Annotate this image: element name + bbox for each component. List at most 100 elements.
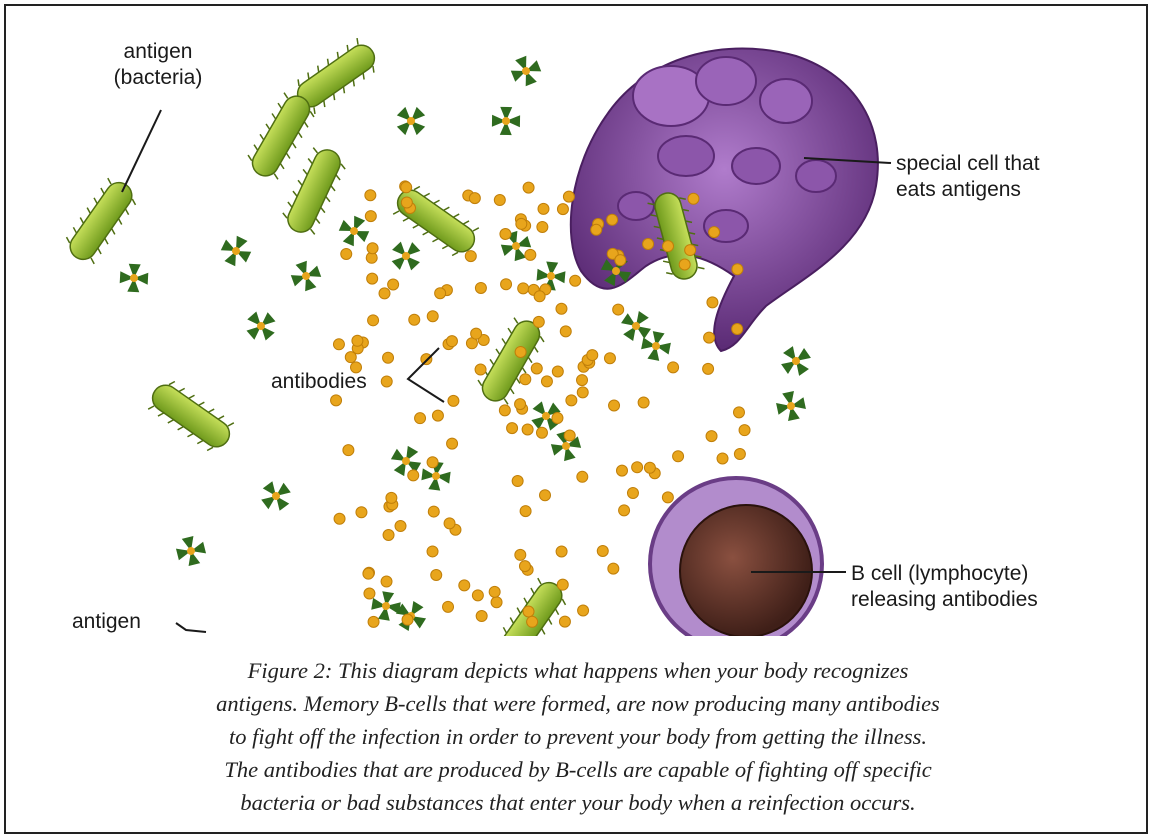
antibody-dot: [577, 375, 588, 386]
label-antigen-bacteria-2: (bacteria): [114, 66, 203, 89]
antibody-dot: [733, 407, 744, 418]
antibody-dot: [515, 549, 526, 560]
antibody-dot: [522, 424, 533, 435]
antibody-dot: [501, 279, 512, 290]
label-antigen-bacteria-1: antigen: [124, 40, 193, 63]
antibody-dot: [627, 487, 638, 498]
antibody-dot: [475, 282, 486, 293]
antibody-dot: [489, 586, 500, 597]
antibody-dot: [563, 191, 574, 202]
antibody-dot: [516, 218, 527, 229]
antibody-dot: [559, 616, 570, 627]
antibody-dot: [527, 616, 538, 627]
antibody-dot: [557, 204, 568, 215]
antibody-dot: [443, 601, 454, 612]
antibody: [218, 233, 254, 269]
antibody-dot: [381, 576, 392, 587]
antibody-dot: [341, 248, 352, 259]
antibody-dot: [494, 195, 505, 206]
antibody-dot: [525, 249, 536, 260]
antibody-dot: [587, 350, 598, 361]
antibody-dot: [447, 438, 458, 449]
antibody-dot: [491, 597, 502, 608]
antibody: [246, 311, 276, 341]
antibody-dot: [444, 518, 455, 529]
antibody-dot: [578, 605, 589, 616]
antibody-dot: [734, 449, 745, 460]
antibody-dot: [662, 492, 673, 503]
antibody-dot: [379, 288, 390, 299]
antibody: [260, 480, 292, 512]
antibody-dot: [520, 374, 531, 385]
antibody-dot: [706, 431, 717, 442]
antibody-dot: [499, 405, 510, 416]
label-special-cell-1: special cell that: [896, 152, 1040, 175]
antibody-dot: [368, 616, 379, 627]
antibody-dot: [500, 228, 511, 239]
antibody-dot: [476, 611, 487, 622]
antibody-dot: [343, 445, 354, 456]
antibody-dot: [577, 471, 588, 482]
antibody-dot: [537, 221, 548, 232]
antibody: [114, 258, 154, 298]
antibody: [507, 52, 544, 89]
antibody-dot: [415, 413, 426, 424]
antibody-dot: [448, 395, 459, 406]
b-cell: [650, 478, 822, 636]
antibody-dot: [703, 363, 714, 374]
antibody-dot: [643, 239, 654, 250]
antibody-dot: [688, 193, 699, 204]
label-antibodies: antibodies: [271, 370, 367, 393]
antibody-dot: [608, 563, 619, 574]
antibody-dot: [409, 314, 420, 325]
immune-response-illustration: antigen (bacteria) special cell that eat…: [6, 6, 1146, 636]
antibody-dot: [428, 506, 439, 517]
antibody-dot: [381, 376, 392, 387]
antibody-dot: [604, 353, 615, 364]
antibody-dot: [356, 507, 367, 518]
antibody-dot: [704, 332, 715, 343]
antibody-dot: [408, 470, 419, 481]
antibody-dot: [431, 570, 442, 581]
antibody-dot: [668, 362, 679, 373]
antibody-dot: [401, 182, 412, 193]
antibody-dot: [707, 297, 718, 308]
antibody-dot: [679, 259, 690, 270]
antibody-dot: [334, 513, 345, 524]
antibody-dot: [607, 214, 618, 225]
antibody-dot: [469, 193, 480, 204]
antibody-dot: [475, 364, 486, 375]
antibody-dot: [331, 395, 342, 406]
antibody-dot: [616, 465, 627, 476]
antibody-dot: [459, 580, 470, 591]
antibody: [771, 386, 810, 425]
antibody-dot: [739, 425, 750, 436]
antibody-dot: [591, 224, 602, 235]
caption-line-4: The antibodies that are produced by B-ce…: [46, 753, 1110, 786]
antibody-dot: [352, 335, 363, 346]
antibody-dot: [597, 545, 608, 556]
antibody-dot: [388, 279, 399, 290]
antibody-dot: [472, 590, 483, 601]
antibody: [486, 101, 526, 141]
antibody-dot: [570, 275, 581, 286]
antibody-dot: [673, 451, 684, 462]
label-antigen-bottom: antigen: [72, 610, 141, 633]
antibody-dot: [609, 400, 620, 411]
antibody-dot: [540, 490, 551, 501]
caption-line-2: antigens. Memory B-cells that were forme…: [46, 687, 1110, 720]
antibody-dot: [556, 303, 567, 314]
antibody: [397, 107, 425, 135]
antibody-dot: [364, 588, 375, 599]
antibody-dot: [365, 190, 376, 201]
antibody-dot: [427, 457, 438, 468]
antibody-dot: [638, 397, 649, 408]
antibody-dot: [560, 326, 571, 337]
antibody-dot: [383, 530, 394, 541]
antibody-dot: [367, 243, 378, 254]
antibody: [619, 309, 652, 342]
bacterium: [60, 174, 142, 268]
antibody-dot: [717, 453, 728, 464]
caption-line-1: Figure 2: This diagram depicts what happ…: [46, 654, 1110, 687]
antibody-dot: [541, 376, 552, 387]
